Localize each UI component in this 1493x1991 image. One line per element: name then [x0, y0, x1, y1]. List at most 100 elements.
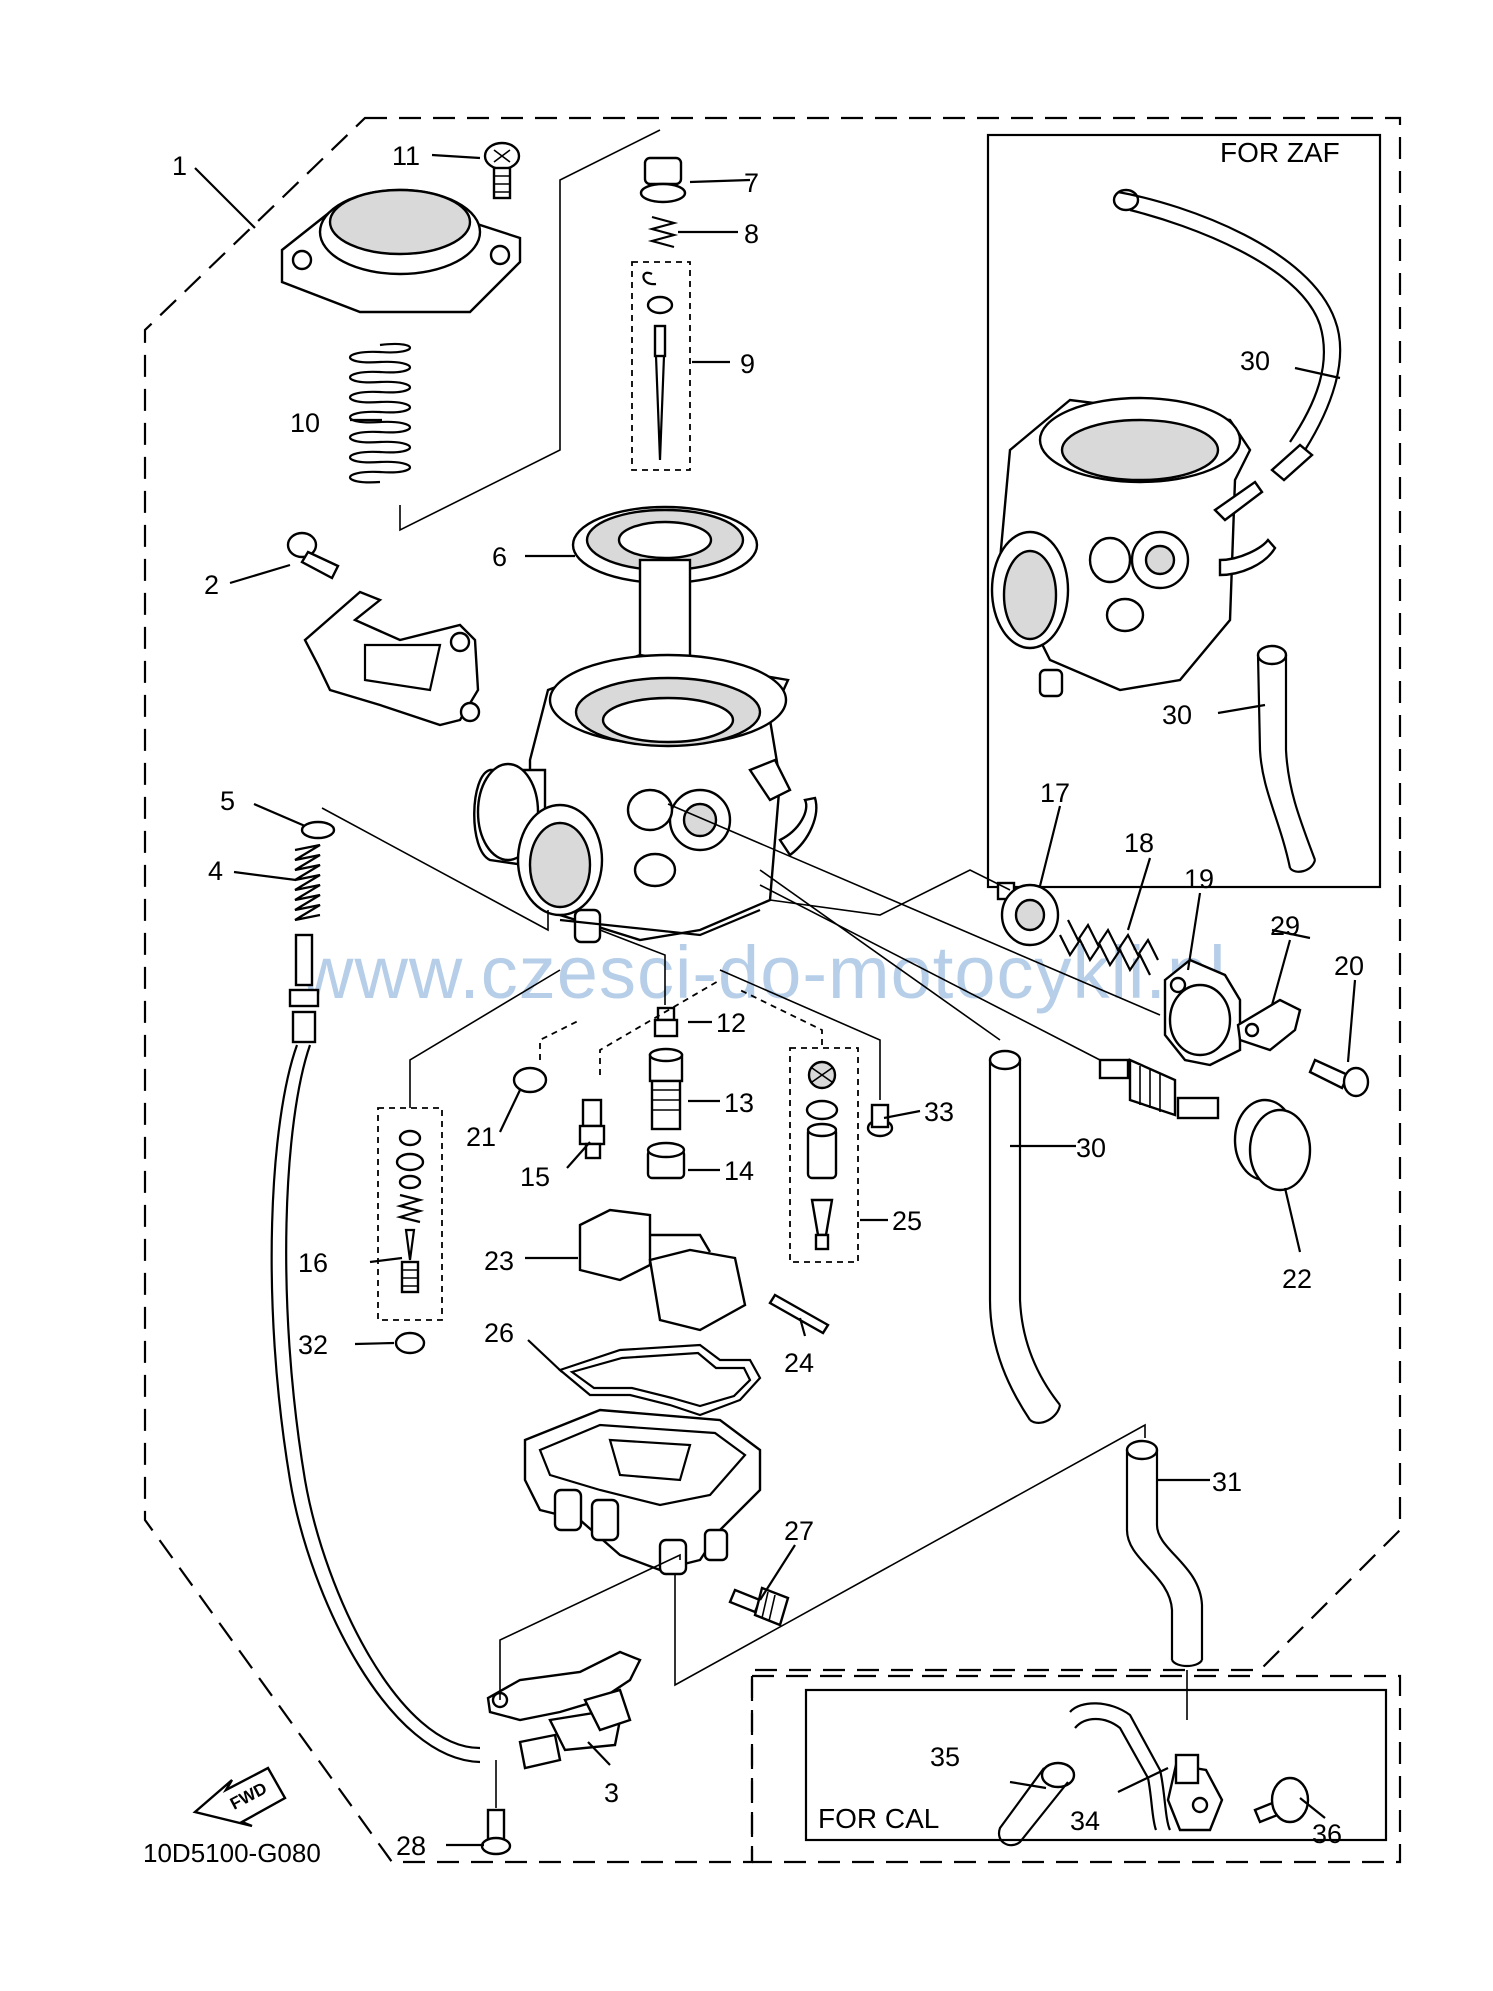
- callout-22: 22: [1282, 1264, 1312, 1294]
- part-5-washer: [300, 820, 336, 840]
- callout-2: 2: [204, 570, 219, 600]
- part-17-plunger: [996, 881, 1060, 947]
- part-6-diaphragm: [571, 505, 759, 680]
- callout-19: 19: [1184, 864, 1214, 894]
- part-36-bolt: [1253, 1776, 1310, 1824]
- callout-26: 26: [484, 1318, 514, 1348]
- callout-17: 17: [1040, 778, 1070, 808]
- callout-25: 25: [892, 1206, 922, 1236]
- zaf-hose-upper: [1112, 188, 1342, 482]
- callout-9: 9: [740, 349, 755, 379]
- part-9-group-box: [631, 261, 691, 471]
- callout-10: 10: [290, 408, 320, 438]
- callout-13: 13: [724, 1088, 754, 1118]
- callout-30-c: 30: [1076, 1133, 1106, 1163]
- diaphragm-cover: [280, 188, 522, 314]
- leader-33: [719, 969, 881, 1100]
- part-20-screw: [1308, 1058, 1370, 1098]
- for-cal-box: [804, 1688, 1388, 1842]
- part-33-screw: [866, 1103, 894, 1138]
- part-4-spring: [294, 843, 321, 922]
- leader-starter-axis: [667, 803, 1161, 1016]
- callout-labels: 1 2 3 4 5 6 7 8 9 10 11 12 13 14 15 16 1…: [172, 141, 1364, 1861]
- callout-30-b: 30: [1162, 700, 1192, 730]
- leader-25: [739, 989, 823, 1045]
- part-32-plug: [394, 1331, 426, 1355]
- throttle-bracket: [303, 590, 481, 727]
- zaf-hose-lower: [1256, 644, 1317, 873]
- part-7-cap: [639, 156, 687, 204]
- leader-jet-21: [539, 1019, 581, 1060]
- callout-34: 34: [1070, 1806, 1100, 1836]
- for-zaf-box: [986, 133, 1382, 889]
- for-cal-dashed-box: [750, 1674, 1402, 1864]
- part-14-main-jet: [646, 1141, 686, 1180]
- callout-36: 36: [1312, 1819, 1342, 1849]
- callout-1: 1: [172, 151, 187, 181]
- float-bowl: [523, 1408, 762, 1576]
- for-zaf-label: FOR ZAF: [1220, 137, 1340, 168]
- callout-35: 35: [930, 1742, 960, 1772]
- callout-23: 23: [484, 1246, 514, 1276]
- carburetor-body: [473, 653, 818, 944]
- leader-choke: [759, 884, 1101, 1061]
- part-27-drain-screw: [728, 1586, 790, 1627]
- leader-starter: [769, 869, 1011, 916]
- callout-20: 20: [1334, 951, 1364, 981]
- fwd-arrow: FWD: [192, 1766, 287, 1828]
- part-25-needle-valve: [805, 1060, 839, 1251]
- part-28-screw: [480, 1808, 512, 1856]
- part-3-throttle-stop: [486, 1650, 642, 1770]
- callout-32: 32: [298, 1330, 328, 1360]
- part-11-screw: [483, 141, 521, 200]
- part-16-group-box: [377, 1107, 443, 1321]
- part-13-emulsion-tube: [648, 1047, 684, 1131]
- leader-10: [399, 129, 661, 532]
- part-12-jet: [653, 1006, 679, 1038]
- callout-11: 11: [392, 141, 420, 171]
- leader-16: [409, 969, 561, 1108]
- callout-18: 18: [1124, 828, 1154, 858]
- callout-12: 12: [716, 1008, 746, 1038]
- callout-6: 6: [492, 542, 507, 572]
- callout-31: 31: [1212, 1467, 1242, 1497]
- leader-jet-15: [599, 979, 721, 1075]
- part-2-screw: [286, 531, 340, 580]
- callout-16: 16: [298, 1248, 328, 1278]
- part-26-gasket: [557, 1343, 762, 1417]
- leader-drain-hose: [759, 869, 1001, 1041]
- part-31-hose: [1125, 1439, 1204, 1668]
- zaf-carburetor: [990, 396, 1277, 698]
- leader-jets: [599, 929, 666, 1005]
- part-24-pin: [768, 1293, 830, 1335]
- callout-leaders: [194, 153, 1357, 1847]
- leader-3: [499, 1553, 681, 1700]
- part-35-hose: [997, 1761, 1076, 1847]
- callout-29: 29: [1270, 911, 1300, 941]
- part-8-spring: [647, 215, 679, 249]
- callout-4: 4: [208, 856, 223, 886]
- part-29-clip: [1236, 998, 1302, 1052]
- callout-14: 14: [724, 1156, 754, 1186]
- part-22-choke-knob: [1098, 1058, 1312, 1192]
- callout-28: 28: [396, 1831, 426, 1861]
- part-25-group-box: [789, 1047, 859, 1263]
- callout-8: 8: [744, 219, 759, 249]
- leader-cable: [321, 807, 549, 932]
- callout-15: 15: [520, 1162, 550, 1192]
- part-15-pilot-jet: [578, 1098, 606, 1160]
- callout-27: 27: [784, 1516, 814, 1546]
- leader-bowl: [674, 1423, 1146, 1687]
- callout-3: 3: [604, 1778, 619, 1808]
- part-10-spring: [348, 342, 412, 484]
- callout-7: 7: [744, 168, 759, 198]
- diagram-code: 10D5100-G080: [143, 1838, 321, 1868]
- for-cal-label: FOR CAL: [818, 1803, 939, 1834]
- drain-hose: [988, 1049, 1062, 1424]
- part-18-spring: [1059, 919, 1159, 976]
- callout-30-a: 30: [1240, 346, 1270, 376]
- part-19-starter-cap: [1163, 958, 1242, 1067]
- part-16-pilot-screw: [395, 1129, 425, 1294]
